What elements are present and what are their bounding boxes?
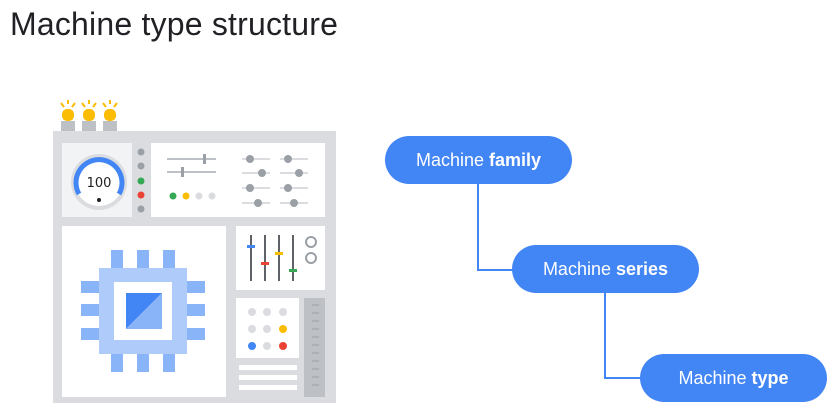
machine-series-prefix: Machine bbox=[542, 258, 611, 279]
machine-series-emphasis: series bbox=[615, 258, 669, 279]
machine-series-node: Machine series bbox=[512, 245, 699, 293]
connector-series-type bbox=[604, 288, 642, 379]
sliders-panel bbox=[236, 226, 325, 290]
cpu-chip-icon bbox=[62, 226, 226, 397]
gauge-value: 100 bbox=[87, 176, 112, 191]
page-title: Machine type structure bbox=[10, 6, 339, 42]
control-panel bbox=[151, 143, 325, 217]
ruler-strip bbox=[304, 298, 325, 397]
status-dots bbox=[137, 148, 145, 213]
machine-type-emphasis: type bbox=[751, 367, 789, 388]
hierarchy-connectors bbox=[477, 178, 642, 379]
light-bulb-icon bbox=[60, 100, 118, 131]
machine-family-emphasis: family bbox=[489, 149, 542, 170]
machine-family-prefix: Machine bbox=[415, 149, 484, 170]
machine-type-node: Machine type bbox=[640, 354, 827, 402]
gauge-icon: 100 bbox=[62, 143, 132, 217]
machine-family-node: Machine family bbox=[385, 136, 572, 184]
machine-type-prefix: Machine bbox=[678, 367, 747, 388]
connector-family-series bbox=[477, 178, 515, 271]
dot-grid-panel bbox=[236, 298, 299, 390]
